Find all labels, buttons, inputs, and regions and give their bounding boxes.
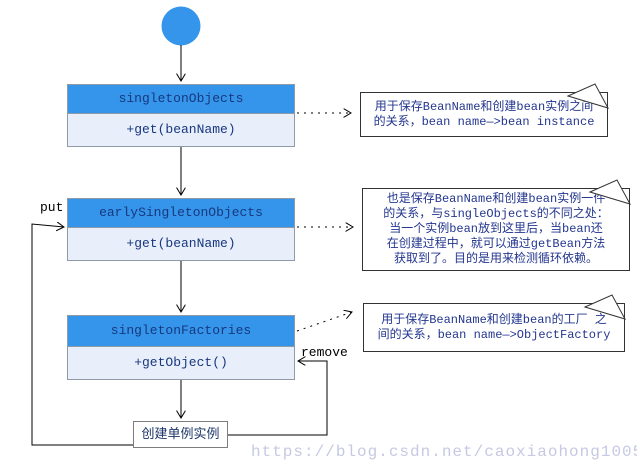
- early-singleton-objects-method: +get(beanName): [68, 227, 294, 260]
- remove-edge-label: remove: [301, 345, 348, 360]
- note-line: 当一个实例bean放到这里后，当bean还: [389, 222, 603, 236]
- note-line: 也是保存BeanName和创建bean实例一件: [386, 192, 606, 206]
- note-line: 的关系，bean name—>bean instance: [373, 115, 595, 129]
- note-line: 获取到了。目的是用来检测循环依赖。: [393, 252, 598, 266]
- singleton-factories-title: singletonFactories: [68, 316, 294, 346]
- note-line: 用于保存BeanName和创建bean实例之间: [374, 100, 594, 114]
- early-singleton-objects-box: earlySingletonObjects +get(beanName): [67, 198, 295, 261]
- singleton-objects-title: singletonObjects: [68, 85, 294, 113]
- note-singleton-factories: 用于保存BeanName和创建bean的工厂 之 间的关系，bean name—…: [363, 294, 627, 352]
- put-edge-label: put: [40, 200, 64, 215]
- note-fold-icon: [588, 179, 632, 205]
- singleton-factories-method: +getObject(): [68, 346, 294, 379]
- csdn-watermark: https://blog.csdn.net/caoxiaohong1005: [251, 443, 637, 461]
- note-line: 的关系，与singleObjects的不同之处：: [383, 207, 609, 221]
- start-node-circle: [161, 6, 201, 46]
- singleton-factories-box: singletonFactories +getObject(): [67, 315, 295, 380]
- note-line: 用于保存BeanName和创建bean的工厂 之: [381, 313, 607, 327]
- note-early-singleton-objects: 也是保存BeanName和创建bean实例一件 的关系，与singleObjec…: [362, 179, 632, 271]
- singleton-objects-method: +get(beanName): [68, 113, 294, 146]
- note-line: 间的关系，bean name—>ObjectFactory: [377, 328, 611, 342]
- create-singleton-instance-box: 创建单例实例: [133, 421, 228, 448]
- singleton-objects-box: singletonObjects +get(beanName): [67, 84, 295, 147]
- note-fold-icon: [566, 83, 610, 109]
- note-fold-icon: [583, 294, 627, 320]
- note-singleton-objects: 用于保存BeanName和创建bean实例之间 的关系，bean name—>b…: [360, 83, 610, 137]
- early-singleton-objects-title: earlySingletonObjects: [68, 199, 294, 227]
- note-line: 在创建过程中，就可以通过getBean方法: [386, 237, 606, 251]
